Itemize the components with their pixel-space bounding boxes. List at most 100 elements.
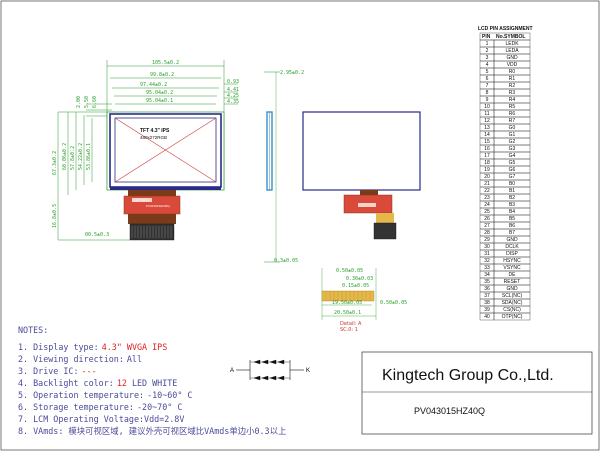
pin-symbol: SCL(NC) (502, 293, 523, 299)
pin-number: 2 (486, 48, 489, 54)
pin-number: 5 (486, 69, 489, 75)
pin-row: 9 R4 (479, 95, 531, 104)
dim-v-0: 67.3±0.2 (52, 151, 58, 175)
detail-dim-2: 0.15±0.05 (342, 283, 369, 289)
pin-symbol: LEDK (505, 41, 519, 47)
pin-symbol: OTP(NC) (502, 314, 523, 320)
pin-number: 17 (484, 153, 490, 159)
note-8: 8. VAmds: 模块可视区域, 建议外壳可视区域比VAmds单边小0.3以上 (18, 426, 286, 436)
notes-block: NOTES: 1. Display type:4.3" WVGA IPS 2. … (18, 325, 286, 436)
detail-scale: SC.0: 1 (340, 327, 358, 333)
pin-number: 38 (484, 300, 490, 306)
pin-symbol: G6 (509, 167, 516, 173)
pin-number: 9 (486, 97, 489, 103)
dim-left-1: 5.50 (84, 96, 90, 108)
pin-number: 14 (484, 132, 490, 138)
side-dim-bottom: 0.3±0.05 (274, 258, 298, 264)
pin-symbol: G7 (509, 174, 516, 180)
pin-row: 11 R6 (479, 109, 531, 118)
pin-symbol: B2 (509, 195, 515, 201)
detail-dim-4: 0.50±0.05 (380, 300, 407, 306)
pin-number: 32 (484, 258, 490, 264)
pin-symbol: R7 (509, 118, 516, 124)
note-2: 2. Viewing direction:All (18, 354, 142, 364)
back-view (302, 111, 421, 240)
fpc-connector (129, 223, 175, 241)
pin-symbol: B7 (509, 230, 515, 236)
pin-number: 29 (484, 237, 490, 243)
pin-symbol: R4 (509, 97, 516, 103)
back-connector (373, 222, 397, 240)
pin-symbol: LEDA (505, 48, 519, 54)
fpc-label-a: KINGTECH (133, 199, 149, 203)
dim-right-3: 4.35 (227, 99, 239, 105)
pin-number: 33 (484, 265, 490, 271)
pin-row: 15 G2 (479, 137, 531, 146)
dim-right-0: 0.93 (227, 79, 239, 85)
pin-symbol: G4 (509, 153, 516, 159)
pin-symbol: CS(NC) (503, 307, 521, 313)
pin-number: 20 (484, 174, 490, 180)
dim-v-2: 57.8±0.2 (70, 146, 76, 170)
pin-number: 1 (486, 41, 489, 47)
dim-va-width: 97.44±0.2 (140, 82, 167, 88)
pin-number: 25 (484, 209, 490, 215)
pin-number: 22 (484, 188, 490, 194)
pin-symbol: R6 (509, 111, 516, 117)
fpc-neck (128, 190, 176, 196)
side-dim-top: 2.95±0.2 (280, 70, 304, 76)
lcd-label-line1: TFT 4.3" IPS (140, 128, 170, 134)
detail-fpc-contacts (321, 290, 375, 302)
pin-number: 31 (484, 251, 490, 257)
pin-col-header: PIN (482, 34, 491, 40)
pin-number: 15 (484, 139, 490, 145)
part-number: PV043015HZ40Q (414, 406, 485, 416)
pin-row: 1 LEDK (479, 39, 531, 47)
dim-left-2: 6.60 (92, 96, 98, 108)
pin-symbol: R3 (509, 90, 516, 96)
dim-right-2: 4.25 (227, 93, 239, 99)
pin-number: 27 (484, 223, 490, 229)
pin-symbol: DCLK (505, 244, 519, 250)
pin-number: 40 (484, 314, 490, 320)
pin-number: 11 (484, 111, 489, 117)
pin-symbol: G2 (509, 139, 516, 145)
pin-number: 24 (484, 202, 490, 208)
pin-row: 2 LEDA (479, 46, 531, 54)
note-7: 7. LCM Operating Voltage:Vdd=2.8V (18, 414, 184, 424)
dim-outline-width: 105.5±0.2 (152, 60, 179, 66)
led-anode-label: A (230, 368, 234, 374)
back-outline (302, 111, 421, 191)
detail-dim-1: 0.30±0.03 (346, 276, 373, 282)
dim-right-1: 4.41 (227, 87, 239, 93)
title-block: Kingtech Group Co.,Ltd. PV043015HZ40Q (361, 351, 593, 435)
detail-dim-3: 19.50±0.05 (332, 300, 362, 306)
detail-a: 0.50±0.05 0.30±0.03 0.15±0.05 19.50±0.05… (321, 268, 407, 333)
front-view: 105.5±0.2 99.8±0.2 97.44±0.2 95.04±0.2 9… (52, 60, 239, 241)
pin-number: 34 (484, 272, 490, 278)
dim-v-bottom: 16.8±0.5 (52, 204, 58, 228)
pin-symbol: R1 (509, 76, 516, 82)
dim-aa-width: 95.04±0.2 (146, 90, 173, 96)
detail-dim-0: 0.50±0.05 (336, 268, 363, 274)
pin-symbol: HSYNC (503, 258, 521, 264)
pin-symbol: G0 (509, 125, 516, 131)
